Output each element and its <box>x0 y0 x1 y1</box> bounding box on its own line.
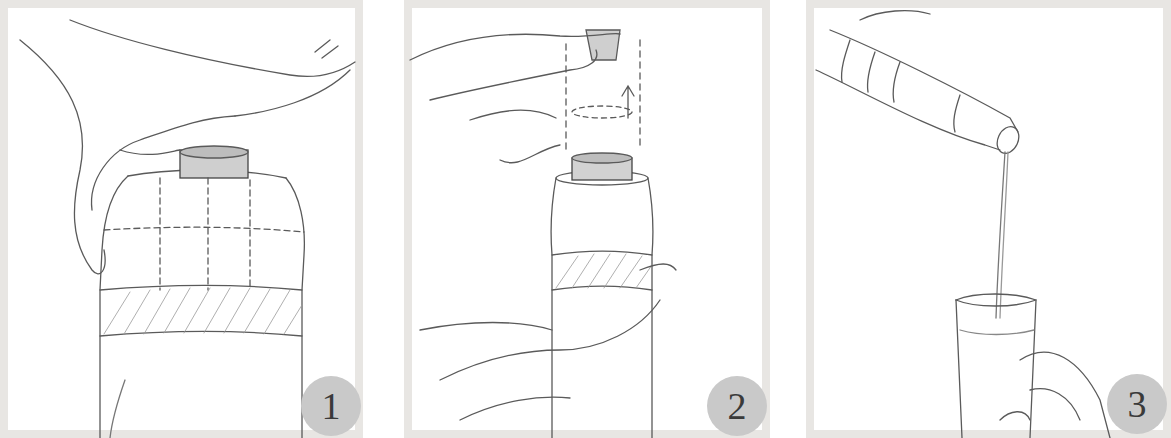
step-number-circle: 1 <box>301 376 361 436</box>
bottle-sketch-one <box>20 20 355 438</box>
step-number: 3 <box>1128 385 1147 423</box>
step-number-circle: 2 <box>707 376 767 436</box>
bottle-sketch-three <box>816 11 1110 438</box>
step-number: 1 <box>322 387 341 425</box>
bottle-sketch-two <box>410 30 676 438</box>
panel-frames <box>4 4 1167 434</box>
step-number-circle: 3 <box>1107 374 1167 434</box>
step-number: 2 <box>728 387 747 425</box>
